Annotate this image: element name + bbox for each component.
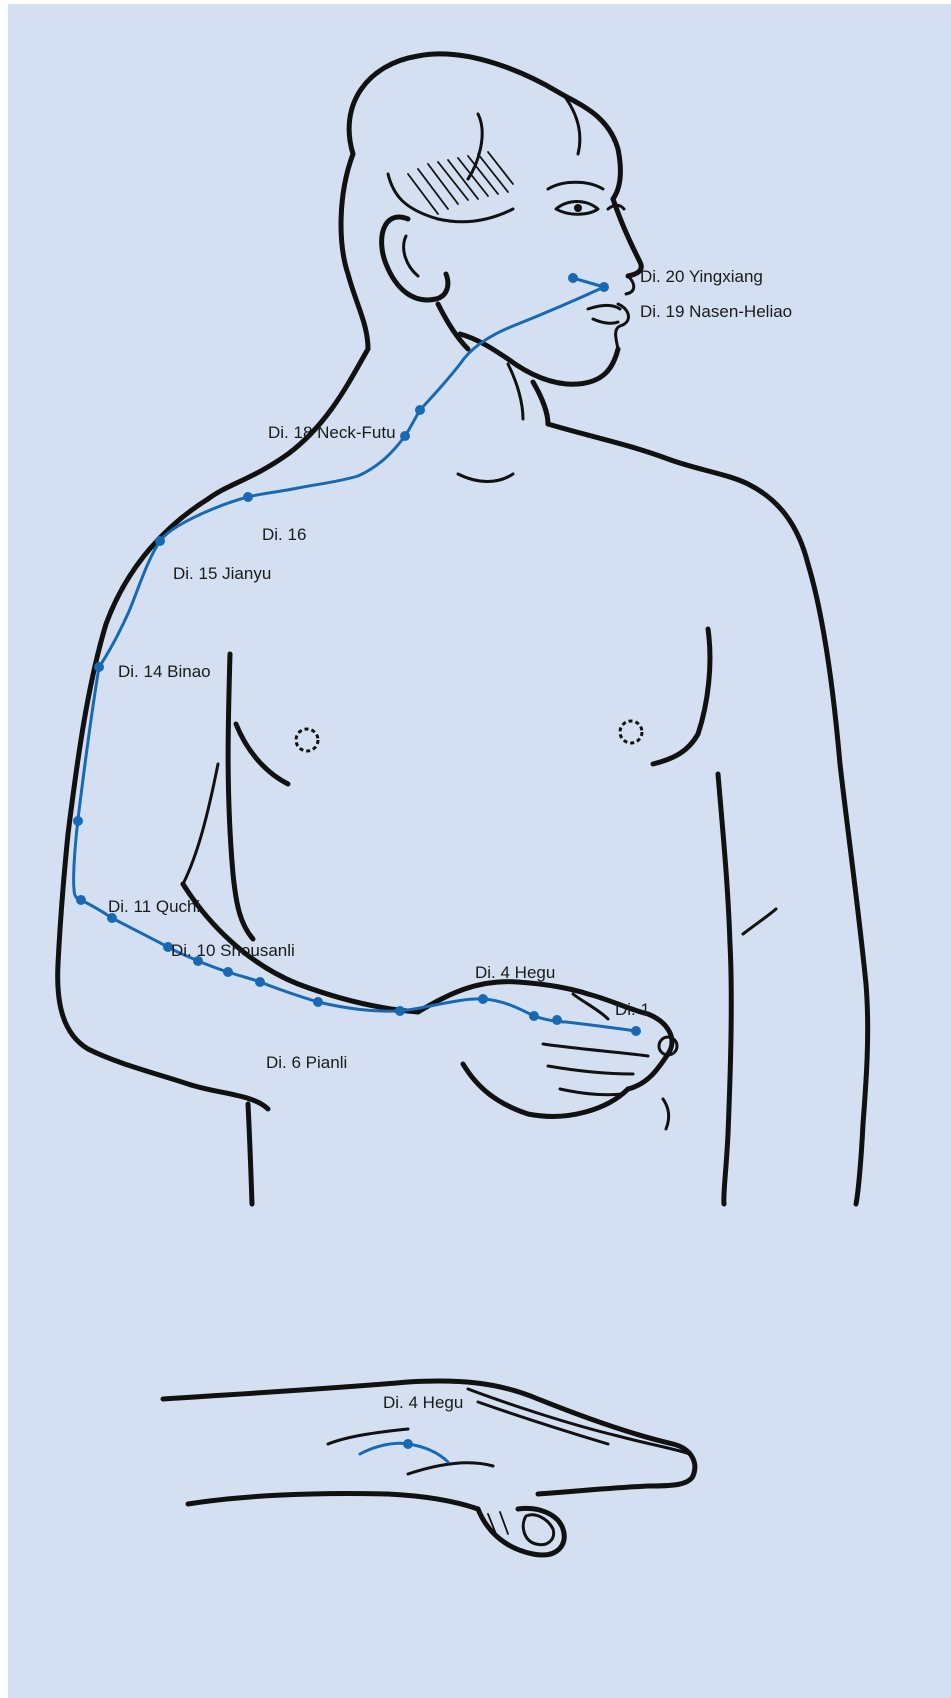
acupoint-di16 [243,492,253,502]
acupoint-di4 [478,994,488,1004]
label-di19: Di. 19 Nasen-Heliao [640,302,792,321]
acupoint-di1 [631,1026,641,1036]
acupoint-di2 [552,1015,562,1025]
acupoint-di6 [313,997,323,1007]
acupoint-di15 [155,536,165,546]
label-di18: Di. 18 Neck-Futu [268,423,396,442]
acupoint-di20 [568,273,578,283]
acupoint-di7 [223,967,233,977]
label-di16: Di. 16 [262,525,306,544]
large-intestine-meridian-diagram: Di. 20 Yingxiang Di. 19 Nasen-Heliao Di.… [8,4,951,1698]
acupoint-di18 [415,405,425,415]
label-di1: Di. 1 [615,1000,650,1019]
torso-figure-outline [58,54,868,1204]
meridian-line [74,278,636,1031]
label-di10: Di. 10 Shousanli [171,941,295,960]
acupoint-di5 [395,1006,405,1016]
label-di4-hand: Di. 4 Hegu [383,1393,463,1412]
acupoint-di3 [529,1011,539,1021]
acupoint-di6-a [255,977,265,987]
label-di20: Di. 20 Yingxiang [640,267,763,286]
label-di4: Di. 4 Hegu [475,963,555,982]
point-labels: Di. 20 Yingxiang Di. 19 Nasen-Heliao Di.… [108,267,792,1412]
label-di11: Di. 11 Quchi [108,897,200,916]
label-di15: Di. 15 Jianyu [173,564,271,583]
acupoint-di13 [73,816,83,826]
label-di6: Di. 6 Pianli [266,1053,347,1072]
acupoint-di14 [94,662,104,672]
acupoint-di17 [400,431,410,441]
label-di14: Di. 14 Binao [118,662,211,681]
acupoint-di19 [599,282,609,292]
acupoints [73,273,641,1462]
acupoint-di11 [76,895,86,905]
acupoint-di4-hand [403,1439,413,1449]
